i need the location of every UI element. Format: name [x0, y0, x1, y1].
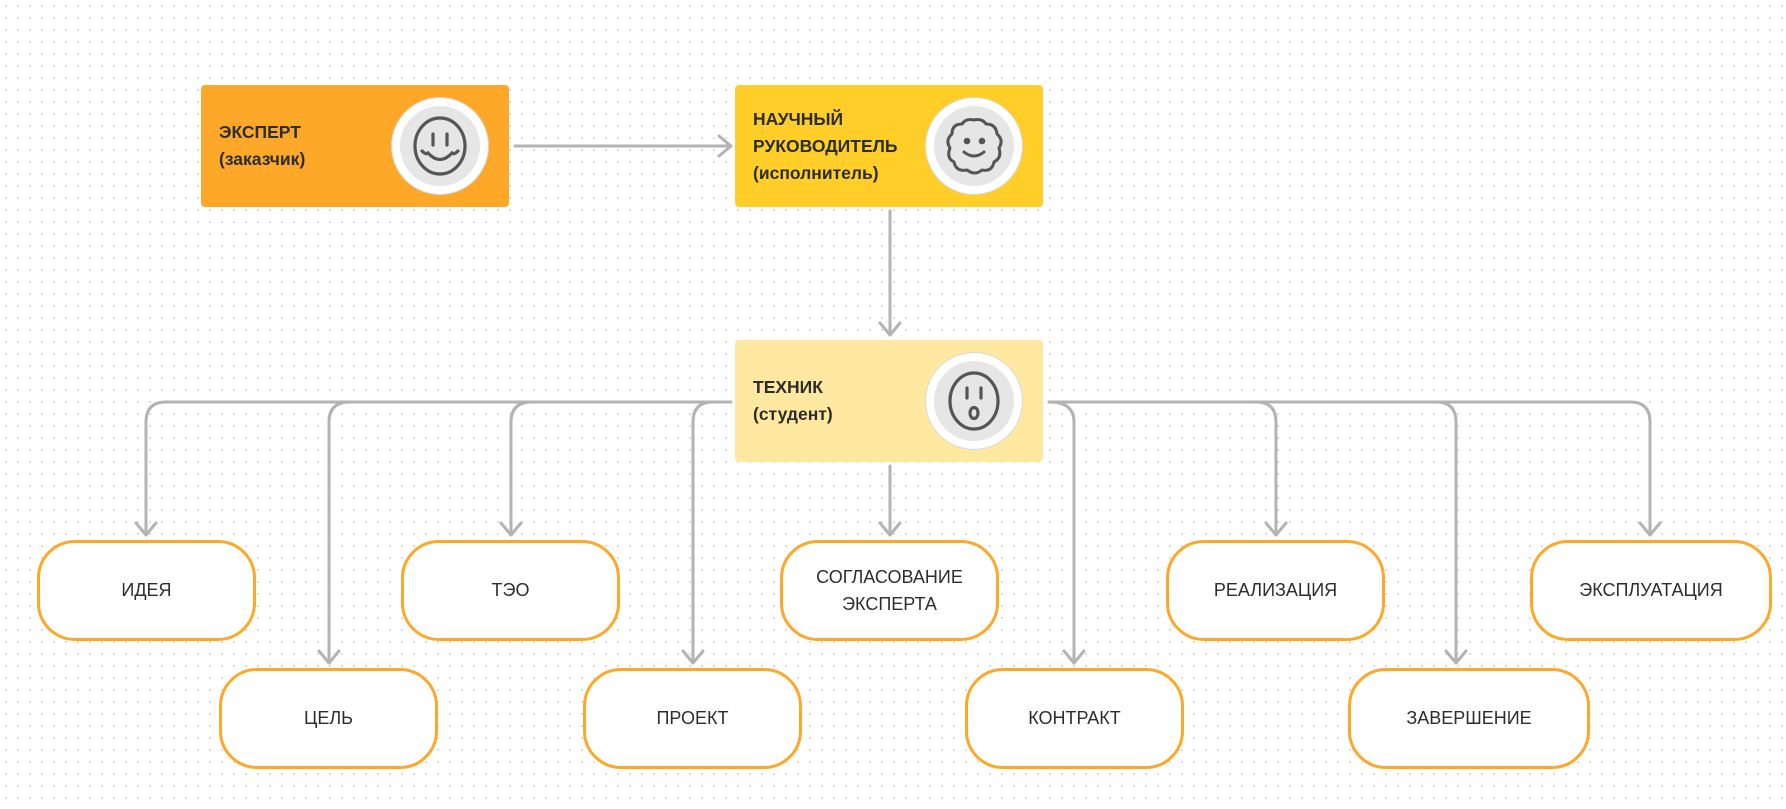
role-card-expert[interactable]: ЭКСПЕРТ (заказчик)	[201, 85, 509, 207]
stage-expert-approval[interactable]: СОГЛАСОВАНИЕ ЭКСПЕРТА	[780, 540, 999, 641]
role-title-expert: ЭКСПЕРТ	[219, 122, 301, 142]
role-label-technician: ТЕХНИК (студент)	[753, 340, 923, 462]
arrowhead-contract	[1062, 649, 1086, 665]
avatar-technician	[925, 352, 1023, 450]
role-label-expert: ЭКСПЕРТ (заказчик)	[219, 85, 389, 207]
role-label-supervisor: НАУЧНЫЙ РУКОВОДИТЕЛЬ (исполнитель)	[753, 85, 923, 207]
stage-completion[interactable]: ЗАВЕРШЕНИЕ	[1348, 668, 1590, 769]
arrowhead-operation	[1638, 521, 1662, 537]
surprised-face-icon	[948, 371, 1000, 431]
arrowhead-technician	[878, 321, 902, 337]
arrowhead-completion	[1444, 649, 1468, 665]
role-subtitle-technician: (студент)	[753, 404, 833, 424]
arrowhead-feasibility	[499, 521, 523, 537]
arrowhead-project	[681, 649, 705, 665]
role-title-supervisor-line2: РУКОВОДИТЕЛЬ	[753, 135, 898, 156]
connector-to-goal	[327, 400, 352, 663]
avatar-supervisor	[925, 97, 1023, 195]
arrowhead-idea	[134, 521, 158, 537]
wobbly-smiling-face-icon	[946, 118, 1003, 175]
stage-project[interactable]: ПРОЕКТ	[583, 668, 802, 769]
role-card-technician[interactable]: ТЕХНИК (студент)	[735, 340, 1043, 462]
stage-operation[interactable]: ЭКСПЛУАТАЦИЯ	[1530, 540, 1772, 641]
role-card-supervisor[interactable]: НАУЧНЫЙ РУКОВОДИТЕЛЬ (исполнитель)	[735, 85, 1043, 207]
role-subtitle-supervisor: (исполнитель)	[753, 162, 879, 183]
connector-to-feasibility	[509, 400, 534, 535]
avatar-expert	[391, 97, 489, 195]
arrowhead-expert-approval	[878, 521, 902, 537]
connector-to-contract	[1047, 400, 1076, 663]
connector-to-implementation	[1254, 400, 1278, 535]
stage-implementation[interactable]: РЕАЛИЗАЦИЯ	[1166, 540, 1385, 641]
stage-feasibility[interactable]: ТЭО	[401, 540, 620, 641]
role-title-technician: ТЕХНИК	[753, 377, 823, 397]
arrowhead-supervisor	[717, 134, 733, 158]
stage-contract[interactable]: КОНТРАКТ	[965, 668, 1184, 769]
smiley-face-icon	[413, 116, 467, 176]
connector-trunk-left	[144, 400, 733, 535]
role-subtitle-expert: (заказчик)	[219, 149, 306, 169]
arrowhead-implementation	[1264, 521, 1288, 537]
connector-to-project	[691, 400, 715, 663]
arrowhead-goal	[317, 649, 341, 665]
stage-goal[interactable]: ЦЕЛЬ	[219, 668, 438, 769]
role-title-supervisor-line1: НАУЧНЫЙ	[753, 108, 844, 129]
stage-idea[interactable]: ИДЕЯ	[37, 540, 256, 641]
connector-to-completion	[1434, 400, 1458, 663]
connector-trunk-right	[1047, 400, 1652, 535]
